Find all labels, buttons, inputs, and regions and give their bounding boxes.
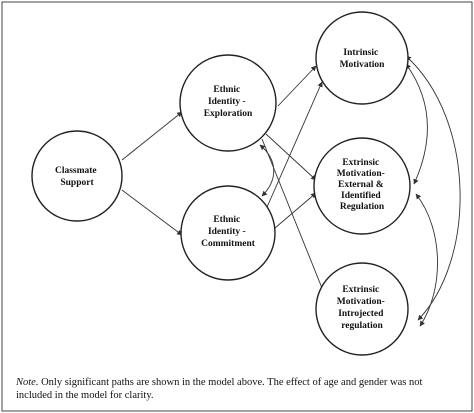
node-ethnic-identity-commitment: Ethnic Identity - Commitment	[180, 185, 276, 281]
node-label-line: regulation	[341, 321, 383, 331]
arrow-exploration-to-intrinsic	[277, 65, 317, 107]
node-label-line: Extrinsic	[342, 158, 379, 168]
figure-note: Note. Only significant paths are shown i…	[16, 376, 460, 402]
arrow-exploration-to-external	[265, 133, 317, 181]
node-label-line: Identified	[341, 191, 381, 201]
node-extrinsic-introjected: Extrinsic Motivation- Introjected regula…	[315, 262, 409, 356]
arrow-commitment-to-intrinsic	[263, 81, 323, 215]
node-label-line: Classmate	[55, 166, 97, 176]
note-text: Only significant paths are shown in the …	[16, 377, 423, 401]
node-label-line: Introjected	[338, 309, 384, 319]
node-label-line: Exploration	[204, 109, 253, 119]
node-extrinsic-external-identified: Extrinsic Motivation- External & Identif…	[313, 137, 411, 235]
cov-exploration-commitment	[259, 144, 275, 197]
node-label-line: Commitment	[201, 239, 256, 249]
arrow-commitment-to-external	[274, 192, 317, 229]
arrow-exploration-to-introjected	[261, 138, 327, 299]
svg-text:Intrinsic Motivation: Intrinsic Motivation	[340, 48, 386, 70]
node-intrinsic-motivation: Intrinsic Motivation	[315, 11, 409, 105]
svg-text:Extrinsic Motivation-: Extrinsic Motivation- Introjected regula…	[337, 285, 387, 331]
node-ethnic-identity-exploration: Ethnic Identity - Exploration	[179, 54, 277, 152]
path-arrows	[121, 65, 327, 299]
node-label-line: Identity -	[208, 227, 246, 237]
covariance-arcs	[259, 55, 461, 327]
cov-intrinsic-external	[405, 63, 428, 185]
node-label-line: Support	[60, 178, 94, 188]
node-label-line: Ethnic	[213, 85, 240, 95]
arrow-support-to-exploration	[121, 111, 183, 161]
svg-text:Extrinsic Motivation-: Extrinsic Motivation- External & Identif…	[337, 158, 387, 212]
node-label-line: Ethnic	[213, 215, 240, 225]
note-label: Note.	[16, 377, 39, 388]
svg-text:Ethnic Identity -: Ethnic Identity - Exploration	[204, 85, 253, 119]
node-label-line: Identity -	[208, 97, 246, 107]
node-label-line: Motivation-	[337, 297, 385, 307]
node-label-line: Regulation	[340, 202, 385, 212]
svg-text:Classmate Support: Classmate Support	[55, 166, 99, 188]
node-classmate-support: Classmate Support	[31, 130, 123, 222]
node-label-line: Motivation-	[337, 169, 385, 179]
node-label-line: Motivation	[340, 60, 386, 70]
node-label-line: Extrinsic	[342, 285, 379, 295]
arrow-support-to-commitment	[121, 189, 183, 236]
cov-intrinsic-introjected	[405, 55, 461, 321]
node-label-line: Intrinsic	[343, 48, 378, 58]
node-label-line: External &	[338, 180, 384, 190]
cov-external-introjected	[415, 193, 438, 327]
svg-text:Ethnic Identity -: Ethnic Identity - Commitment	[201, 215, 256, 249]
